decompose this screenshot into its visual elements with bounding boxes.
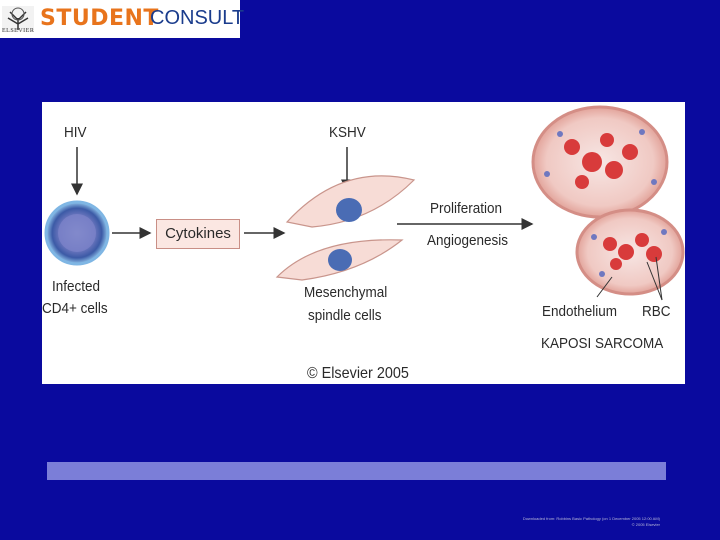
rbc-label: RBC [642, 303, 671, 320]
footer-line1: Downloaded from: Robbins Basic Pathology… [522, 516, 660, 521]
infected-label-line2: CD4+ cells [42, 300, 108, 317]
footer-line2: © 2005 Elsevier [631, 522, 660, 527]
mesenchymal-label-line2: spindle cells [308, 307, 382, 324]
kaposi-sarcoma-label: KAPOSI SARCOMA [541, 335, 664, 352]
vessel-lower [575, 208, 685, 296]
endothelium-label: Endothelium [542, 303, 618, 320]
logo-student-text: STUDENT [40, 6, 159, 31]
publisher-name: ELSEVIER [2, 28, 35, 34]
endothelium-pointer [596, 276, 613, 298]
caption-bar [47, 462, 666, 480]
rbc-pointer-1 [646, 261, 663, 301]
cytokines-box: Cytokines [156, 219, 240, 249]
kshv-label: KSHV [329, 124, 366, 141]
vessel-upper [531, 105, 669, 219]
copyright-label: © Elsevier 2005 [307, 365, 409, 382]
hiv-label: HIV [64, 124, 87, 141]
figure-drawing [44, 105, 685, 301]
infected-label-line1: Infected [52, 278, 101, 295]
spindle-cell-lower [275, 239, 404, 281]
rbc-pointer-2 [655, 256, 663, 301]
footer-citation: Downloaded from: Robbins Basic Pathology… [400, 516, 660, 528]
logo-consult-text: CONSULT [150, 7, 245, 29]
spindle-cell-upper [285, 175, 416, 228]
proliferation-label: Proliferation [430, 200, 503, 217]
elsevier-tree-icon [2, 6, 34, 32]
pathogenesis-figure: HIV KSHV Cytokines Infected CD4+ cells P… [42, 102, 685, 384]
angiogenesis-label: Angiogenesis [427, 232, 509, 249]
student-consult-logo[interactable]: ELSEVIER STUDENT CONSULT [0, 0, 244, 38]
infected-cd4-cell [44, 200, 110, 266]
mesenchymal-label-line1: Mesenchymal [304, 284, 388, 301]
